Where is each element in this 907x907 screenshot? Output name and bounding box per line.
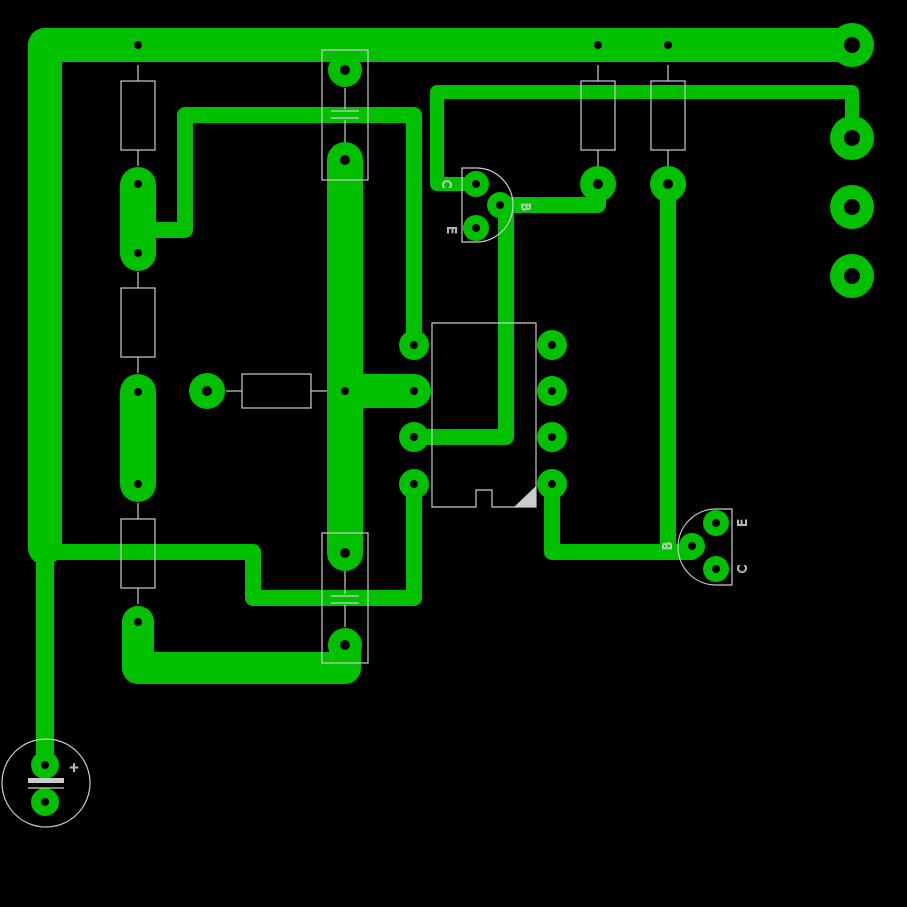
drill-hole xyxy=(134,180,142,188)
drill-hole xyxy=(712,519,720,527)
transistor-q1 xyxy=(461,167,514,243)
drill-hole xyxy=(410,387,418,395)
q1-emitter-label: E xyxy=(445,226,459,234)
resistor-r1 xyxy=(120,65,156,166)
drill-hole xyxy=(340,640,350,650)
drill-hole xyxy=(663,179,673,189)
drill-hole xyxy=(664,41,672,49)
drill-hole xyxy=(688,542,696,550)
drill-hole xyxy=(548,387,556,395)
drill-hole xyxy=(548,433,556,441)
drill-hole xyxy=(844,37,860,53)
resistor-r6 xyxy=(226,373,327,409)
q1-collector-label: C xyxy=(440,180,454,188)
drill-hole xyxy=(134,618,142,626)
trace-ic-pin5-to-q2 xyxy=(544,476,700,560)
drill-hole xyxy=(594,41,602,49)
drill-hole xyxy=(844,130,860,146)
drill-hole xyxy=(41,798,49,806)
silkscreen-labels: C B E B E C + xyxy=(69,179,750,775)
resistor-r2 xyxy=(120,272,156,373)
drill-hole xyxy=(410,341,418,349)
resistor-r4 xyxy=(580,65,616,166)
trace-q1-collector-to-output xyxy=(430,85,859,191)
drill-hole xyxy=(410,480,418,488)
drill-hole xyxy=(496,201,504,209)
trace-ic-pin3-to-q1 xyxy=(406,197,514,445)
q2-base-label: B xyxy=(661,542,675,550)
capacitor-c2 xyxy=(321,532,369,664)
resistor-r5 xyxy=(650,65,686,166)
q2-emitter-label: E xyxy=(736,519,750,527)
silkscreen xyxy=(1,49,733,828)
drill-hole xyxy=(341,387,349,395)
drill-hole xyxy=(340,65,350,75)
copper-pads xyxy=(31,23,874,816)
q2-collector-label: C xyxy=(736,565,750,573)
q1-base-label: B xyxy=(519,203,533,211)
drill-hole xyxy=(134,41,142,49)
drill-hole xyxy=(548,341,556,349)
drill-hole xyxy=(844,268,860,284)
drill-hole xyxy=(593,179,603,189)
trace-rail-lower-branch xyxy=(37,476,422,606)
capacitor-c1 xyxy=(321,49,369,181)
drill-hole xyxy=(548,480,556,488)
battery xyxy=(1,738,91,828)
transistor-q2 xyxy=(677,508,733,586)
resistor-r3 xyxy=(120,503,156,604)
drill-hole xyxy=(472,180,480,188)
drill-hole xyxy=(202,386,212,396)
drill-hole xyxy=(410,433,418,441)
drill-hole xyxy=(340,548,350,558)
trace-r1-to-c1 xyxy=(130,107,422,353)
drill-hole xyxy=(844,199,860,215)
drill-hole xyxy=(340,155,350,165)
drill-hole xyxy=(472,224,480,232)
drill-hole xyxy=(41,761,49,769)
ic-555 xyxy=(431,322,537,508)
drill-hole xyxy=(134,249,142,257)
battery-plus-label: + xyxy=(69,761,79,775)
drill-hole xyxy=(134,480,142,488)
drill-hole xyxy=(134,388,142,396)
drill-hole xyxy=(712,565,720,573)
